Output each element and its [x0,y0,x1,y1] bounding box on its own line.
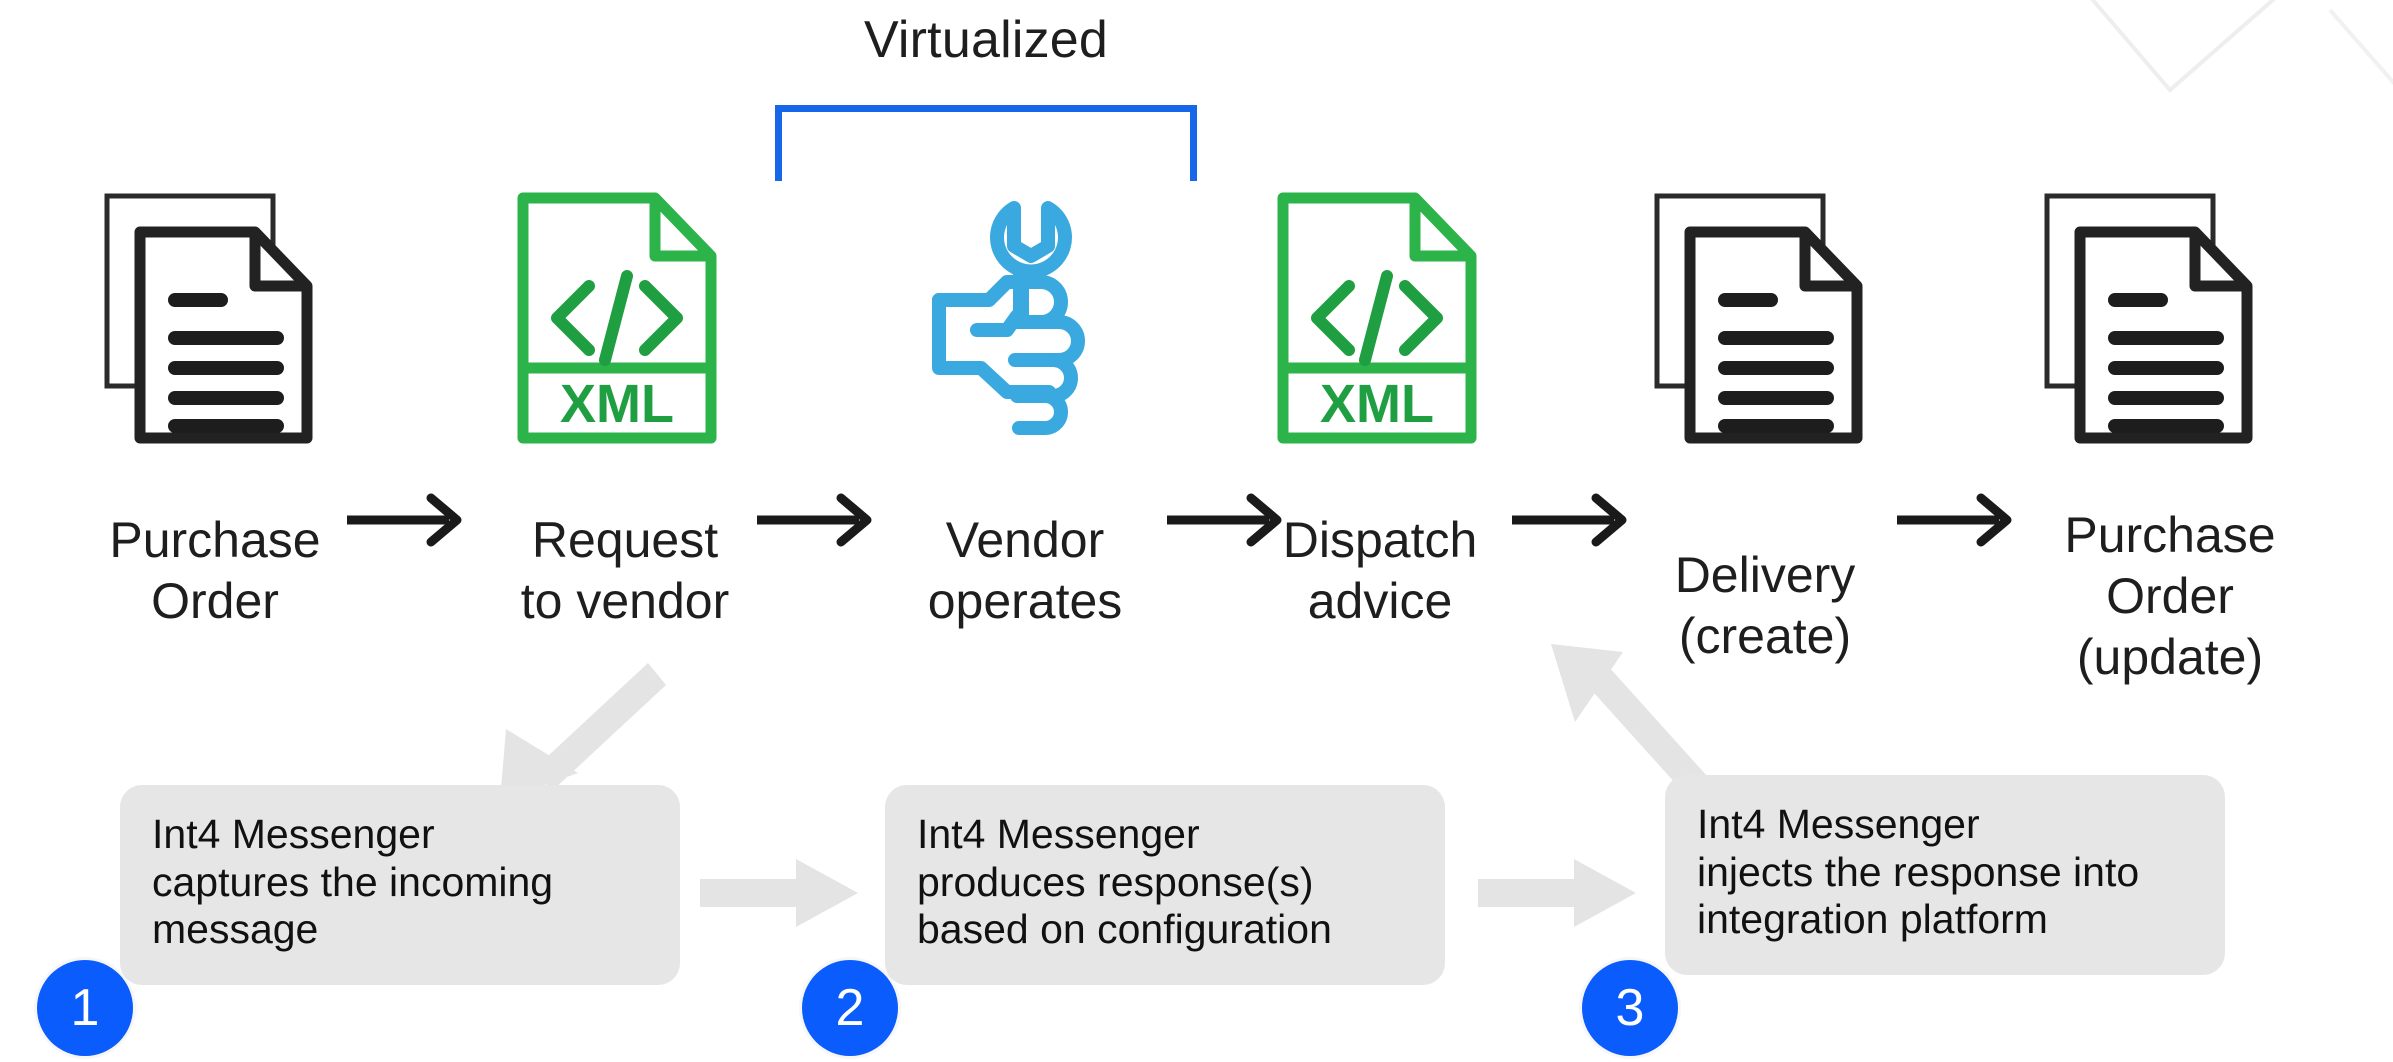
flow-label-line: Vendor [945,512,1105,568]
flow-label-line: Purchase [2064,507,2276,563]
flow-label-line: Delivery [1674,547,1856,603]
flow-arrow-icon [1512,493,1627,547]
flow-node-delivery [1645,190,1875,460]
xml-file-icon: XML [1277,192,1477,444]
flow-label-line: Dispatch [1282,512,1478,568]
connector-arrow-right-icon [1478,859,1636,927]
flow-label-line: (update) [2076,629,2264,685]
step-text-line: Int4 Messenger [917,811,1200,857]
step-badge-number: 1 [70,979,100,1037]
connector-arrow-down-left-icon [500,663,666,801]
step-callout-2: Int4 Messenger produces response(s) base… [885,785,1445,985]
flow-label-line: operates [927,573,1123,629]
flow-arrow-icon [1167,493,1282,547]
flow-label-delivery: Delivery (create) [1600,545,1930,667]
step-text-line: captures the incoming [152,858,554,905]
flow-icon-row: XML [0,190,2393,547]
flow-arrow-icon [347,493,462,547]
flow-label-line: Request [531,512,719,568]
step-text-line: based on configuration [917,906,1332,953]
xml-icon-text: XML [560,374,674,434]
documents-stack-icon [2044,193,2253,444]
step-badge-3: 3 [1582,960,1678,1056]
flow-label-request-to-vendor: Request to vendor [440,510,810,632]
step-badge-2: 2 [802,960,898,1056]
xml-file-icon: XML [517,192,717,444]
flow-label-line: Purchase [109,512,321,568]
step-text-line: injects the response into [1697,848,2140,895]
step-badge-number: 3 [1615,979,1645,1037]
connector-arrow-right-icon [700,859,858,927]
flow-label-dispatch-advice: Dispatch advice [1195,510,1565,632]
flow-label-purchase-order-update: Purchase Order (update) [1985,505,2355,688]
step-text-line: produces response(s) [917,858,1314,905]
documents-stack-icon [1654,193,1863,444]
flow-node-purchase-order-update [2035,190,2265,460]
flow-label-line: Order [2106,568,2234,624]
flow-node-vendor-operates [915,190,1145,460]
flow-label-line: Order [151,573,279,629]
flow-label-line: (create) [1678,608,1852,664]
step-text-line: message [152,906,319,953]
step-callout-3: Int4 Messenger injects the response into… [1665,775,2225,975]
virtualized-bracket [775,105,1197,181]
decorative-chevron-icon [2090,0,2393,93]
flow-node-request-to-vendor: XML [505,190,735,460]
step-text-line: integration platform [1697,896,2048,943]
step-badge-1: 1 [37,960,133,1056]
step-text-line: Int4 Messenger [1697,801,1980,847]
step-badge-number: 2 [835,979,865,1037]
step-callout-1: Int4 Messenger captures the incoming mes… [120,785,680,985]
flow-label-vendor-operates: Vendor operates [845,510,1205,632]
xml-icon-text: XML [1320,374,1434,434]
flow-arrow-icon [757,493,872,547]
documents-stack-icon [104,193,313,444]
flow-label-purchase-order: Purchase Order [50,510,380,632]
flow-label-line: advice [1307,573,1453,629]
flow-label-line: to vendor [520,573,730,629]
virtualized-label: Virtualized [863,11,1109,69]
step-text-line: Int4 Messenger [152,811,435,857]
flow-node-purchase-order [95,190,325,460]
flow-arrow-icon [1897,493,2012,547]
hand-holding-wrench-icon [932,201,1085,435]
connector-arrow-up-left-icon [1551,644,1707,790]
flow-node-dispatch-advice: XML [1265,190,1495,460]
